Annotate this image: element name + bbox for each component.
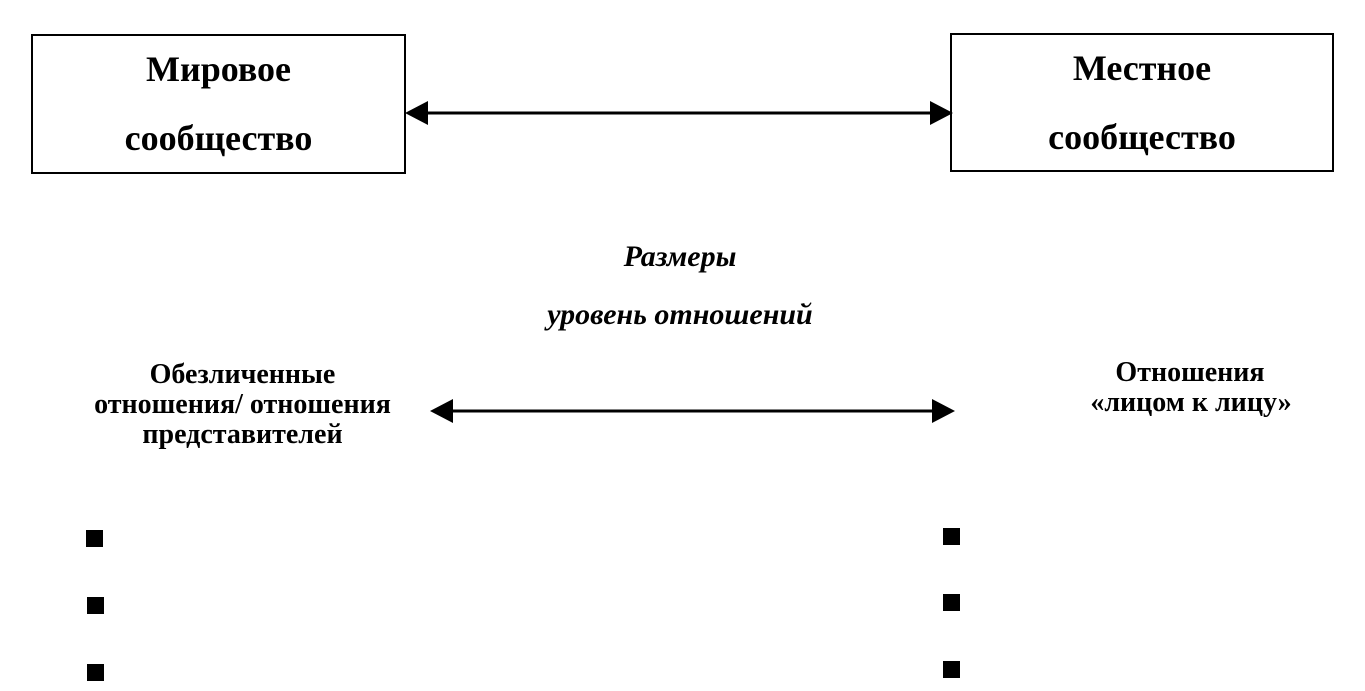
left-bullet-2: [87, 597, 104, 614]
relations-level-label: уровень отношений: [547, 298, 813, 331]
local-community-line1: Местное: [1072, 47, 1212, 88]
local-community-line2: сообщество: [1048, 116, 1236, 157]
world-community-box: Мировое сообщество: [31, 34, 406, 174]
left-bullet-1: [86, 530, 103, 547]
middle-double-arrow: [430, 399, 955, 423]
right-bullet-3: [943, 661, 960, 678]
right-bullet-1: [943, 528, 960, 545]
impersonal-relations-text: Обезличенные отношения/ отношения предст…: [60, 360, 425, 450]
world-community-line2: сообщество: [124, 118, 313, 158]
impersonal-relations-line1: Обезличенные: [149, 359, 336, 390]
dimensions-label: Размеры: [623, 240, 737, 273]
top-double-arrow: [405, 101, 953, 125]
local-community-box: Местное сообщество: [950, 33, 1334, 172]
world-community-line1: Мировое: [145, 49, 292, 89]
face-to-face-line1: Отношения: [1115, 357, 1265, 388]
face-to-face-relations-text: Отношения «лицом к лицу»: [1060, 358, 1320, 418]
left-bullet-3: [87, 664, 104, 681]
face-to-face-line2: «лицом к лицу»: [1090, 387, 1292, 418]
impersonal-relations-line2: отношения/ отношения: [94, 389, 391, 420]
right-bullet-2: [943, 594, 960, 611]
impersonal-relations-line3: представителей: [142, 419, 343, 450]
